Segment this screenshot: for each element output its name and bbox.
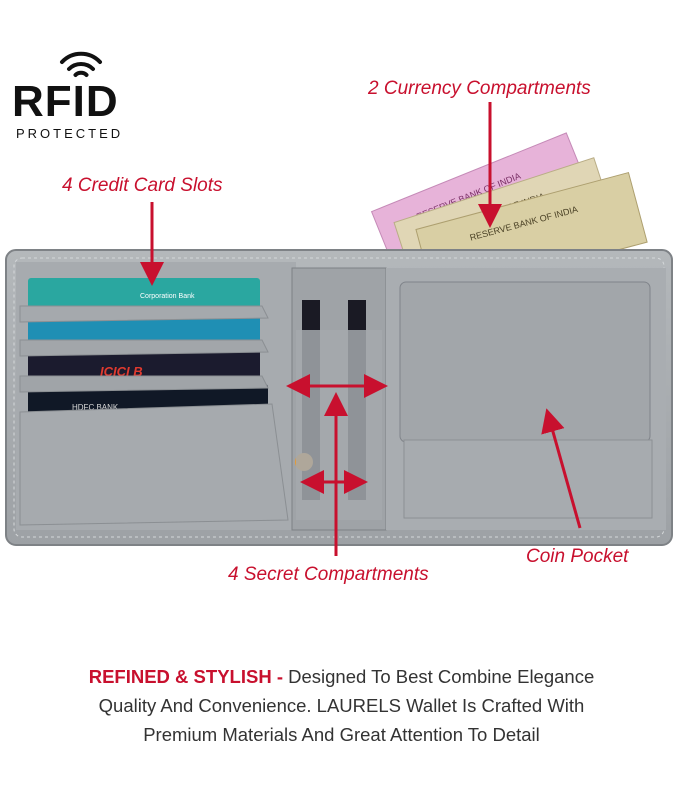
currency-compartments-label: 2 Currency Compartments [368, 78, 591, 99]
wallet-illustration: RESERVE BANK OF INDIA RESERVE BANK OF IN… [5, 102, 673, 556]
secret-compartments-label: 4 Secret Compartments [228, 564, 429, 585]
rfid-badge: RFID PROTECTED [10, 48, 128, 148]
wireless-signal-icon [60, 51, 102, 77]
secret-pocket-overlay [296, 330, 382, 520]
description-line-1: REFINED & STYLISH - Designed To Best Com… [20, 662, 663, 691]
card-slot-1 [19, 305, 269, 323]
coin-pocket-body [403, 439, 653, 519]
card-slot-3 [19, 375, 269, 393]
coin-pocket-arrow [541, 408, 582, 529]
description-line-2: Quality And Convenience. LAURELS Wallet … [98, 695, 585, 716]
rfid-protected-text: PROTECTED [16, 126, 124, 141]
description-highlight: REFINED & STYLISH - [88, 666, 283, 687]
product-description: REFINED & STYLISH - Designed To Best Com… [20, 662, 663, 749]
credit-card-1-bank: Corporation Bank [140, 293, 195, 300]
front-pocket [19, 403, 289, 526]
credit-card-slots-label: 4 Credit Card Slots [62, 175, 223, 196]
rfid-logo-text: RFID [12, 77, 119, 126]
credit-card-4-bank: HDFC BANK [72, 403, 119, 412]
wallet-stitching [13, 257, 665, 538]
description-line-3: Premium Materials And Great Attention To… [143, 724, 540, 745]
credit-card-3-bank: ICICI B [100, 364, 143, 379]
card-slot-2 [19, 339, 269, 357]
coin-pocket-flap [399, 281, 651, 443]
credit-card-1 [28, 278, 260, 312]
description-line-1-rest: Designed To Best Combine Elegance [282, 666, 595, 687]
coin-pocket-label: Coin Pocket [526, 546, 629, 567]
